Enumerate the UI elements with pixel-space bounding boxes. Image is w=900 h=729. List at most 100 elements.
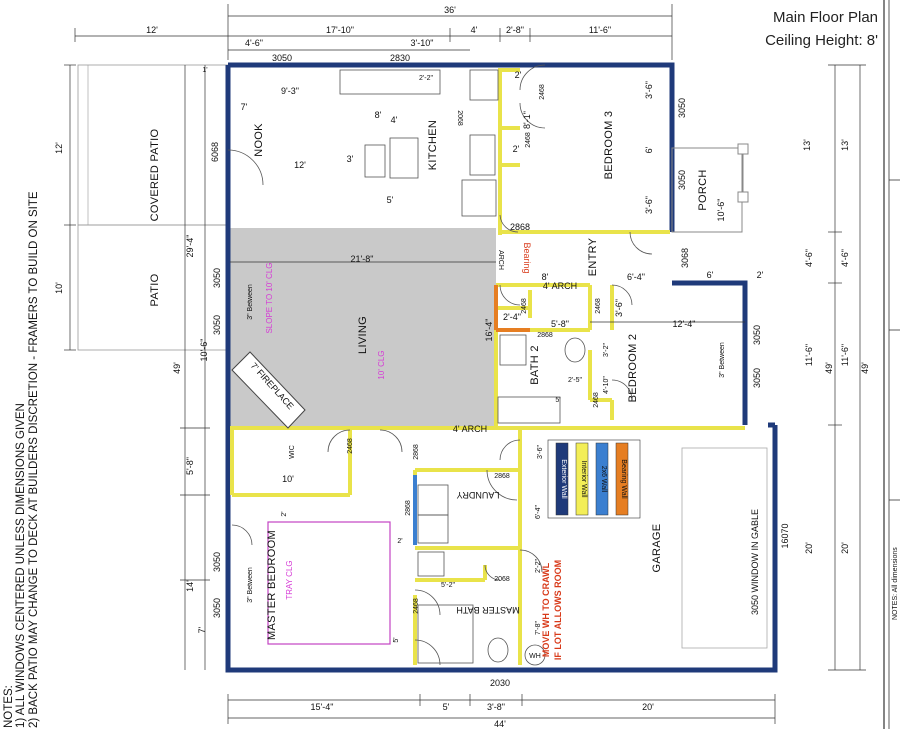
dim-twelve-nook: 12' [294,160,306,170]
dim-seven: 7' [241,102,248,112]
dim-door-6068: 6068 [210,142,220,162]
dim-door-3068: 3068 [680,248,690,268]
kitchen-fixtures [339,69,499,217]
dim-five-bath: 5' [555,397,560,404]
dim-top-2-8: 2'-8" [506,25,524,35]
dim-bot-15-4: 15'-4" [311,702,334,712]
dim-top-3-10: 3'-10" [411,38,434,48]
dim-two-a: 2' [515,70,522,80]
title-block: NOTES: All dimensions [883,0,900,729]
dim-door-2468-f: 2468 [347,438,354,454]
notes-header: NOTES: [3,685,15,728]
garage-label: GARAGE [651,524,663,573]
dim-two-b: 2' [513,144,520,154]
master-bedroom-label: MASTER BEDROOM [266,530,278,640]
dim-four: 4' [391,115,398,125]
notes-line1: 1) ALL WINDOWS CENTERED UNLESS DIMENSION… [15,403,27,728]
bearing-walls [494,285,530,332]
dim-twelve-left: 12' [54,142,64,154]
dim-door-2868-b: 2868 [537,332,553,339]
dim-two-m: 2' [281,511,288,516]
covered-patio-label: COVERED PATIO [149,128,161,221]
ten-clg-note: 10' CLG [377,350,386,379]
dim-10-6-porch: 10'-6" [716,199,726,222]
legend-swatch [575,442,589,516]
dim-two-r: 2' [757,270,764,280]
dim-5-2: 5'-2" [441,582,455,589]
dim-4-10: 4'-10" [603,376,610,394]
arch-label: ARCH [497,250,504,270]
wall-legend: Exterior Wall Interior Wall 2x6 Wall Bea… [547,439,641,519]
dim-door-2068-k: 2068 [456,110,463,126]
dim-6-4: 6'-4" [627,272,645,282]
dim-right-4-6: 4'-6" [840,249,850,267]
dim-3-6-a: 3'-6" [644,81,654,99]
dim-29-4: 29'-4" [185,235,195,258]
dim-door-2468-a: 2468 [539,84,546,100]
dim-3-2: 3'-2" [603,343,610,357]
dim-five-nook: 5' [387,195,394,205]
dim-win-3050-b: 3050 [677,98,687,118]
fireplace [231,351,306,429]
dim-6-4-g: 6'-4" [535,505,542,519]
legend-interior: Interior Wall [580,460,587,498]
dim-three-nook: 3' [347,154,354,164]
dim-win-3050-a: 3050 [272,53,292,63]
dim-six-r: 6' [707,270,714,280]
dim-3-6-c: 3'-6" [614,299,624,317]
dim-16-4: 16'-4" [484,319,494,342]
dim-door-2868-c: 2868 [413,444,420,460]
dimension-labels: 36' 12' 17'-10" 4' 2'-8" 11'-6" 4'-6" 3'… [54,5,870,729]
dim-top-12: 12' [146,25,158,35]
kitchen-label: KITCHEN [427,120,439,170]
legend-2x6: 2x6 Wall [600,466,607,493]
dim-10-6-left: 10'-6" [199,339,209,362]
dim-win-3050-porch: 3050 [677,170,687,190]
dim-five-m: 5' [393,637,400,642]
room-labels: COVERED PATIO PATIO NOOK KITCHEN BEDROOM… [149,111,709,640]
porch [671,143,749,233]
notes-line2: 2) BACK PATIO MAY CHANGE TO DECK AT BUIL… [28,191,40,728]
move-wh-line1: MOVE WH TO CRAWL [541,562,551,657]
dim-ten-left: 10' [54,282,64,294]
dim-49-b: 49' [824,362,834,374]
legend-swatch [615,442,629,516]
legend-exterior: Exterior Wall [560,459,567,499]
dim-5-8-l: 5'-8" [185,457,195,475]
dim-door-2468-m: 2468 [413,598,420,614]
dim-door-2068-m: 2068 [494,576,510,583]
dimension-lines [64,4,866,724]
dim-3-6-b: 3'-6" [644,196,654,214]
dim-door-2868-a: 2868 [510,222,530,232]
dim-win-3050-f: 3050 [752,368,762,388]
patio-label: PATIO [149,273,161,306]
legend-swatch [595,442,609,516]
dim-bot-44: 44' [494,719,506,729]
legend-bearing: Bearing Wall [620,459,627,499]
dim-12-4: 12'-4" [673,319,696,329]
entry-label: ENTRY [587,237,599,276]
move-wh-line2: IF LOT ALLOWS ROOM [553,560,563,660]
dim-11-6: 11'-6" [804,344,814,366]
dim-ten-wic: 10' [282,474,294,484]
between-note-2: 3" Between [719,342,726,378]
wic-label: WIC [289,445,296,459]
tray-ceiling [267,521,391,645]
dim-fourteen: 14' [185,580,195,592]
dim-right-11-6: 11'-6" [840,344,850,366]
notes-block: NOTES: 1) ALL WINDOWS CENTERED UNLESS DI… [3,191,40,728]
dim-4-6: 4'-6" [804,249,814,267]
ceiling-height: Ceiling Height: 8' [765,32,878,49]
dim-top-17-10: 17'-10" [326,25,354,35]
dim-2-2-g: 2'-2" [535,559,542,573]
dim-seven-l: 7' [197,626,207,633]
garage-slab [681,447,768,649]
dim-9-3: 9'-3" [281,86,299,96]
wh-label: WH [529,653,541,660]
dim-door-2468-d: 2468 [595,298,602,314]
dim-win-3050-h: 3050 [212,598,222,618]
dim-win-2030: 2030 [490,678,510,688]
gable-window-note: 3050 WINDOW IN GABLE [750,509,760,615]
